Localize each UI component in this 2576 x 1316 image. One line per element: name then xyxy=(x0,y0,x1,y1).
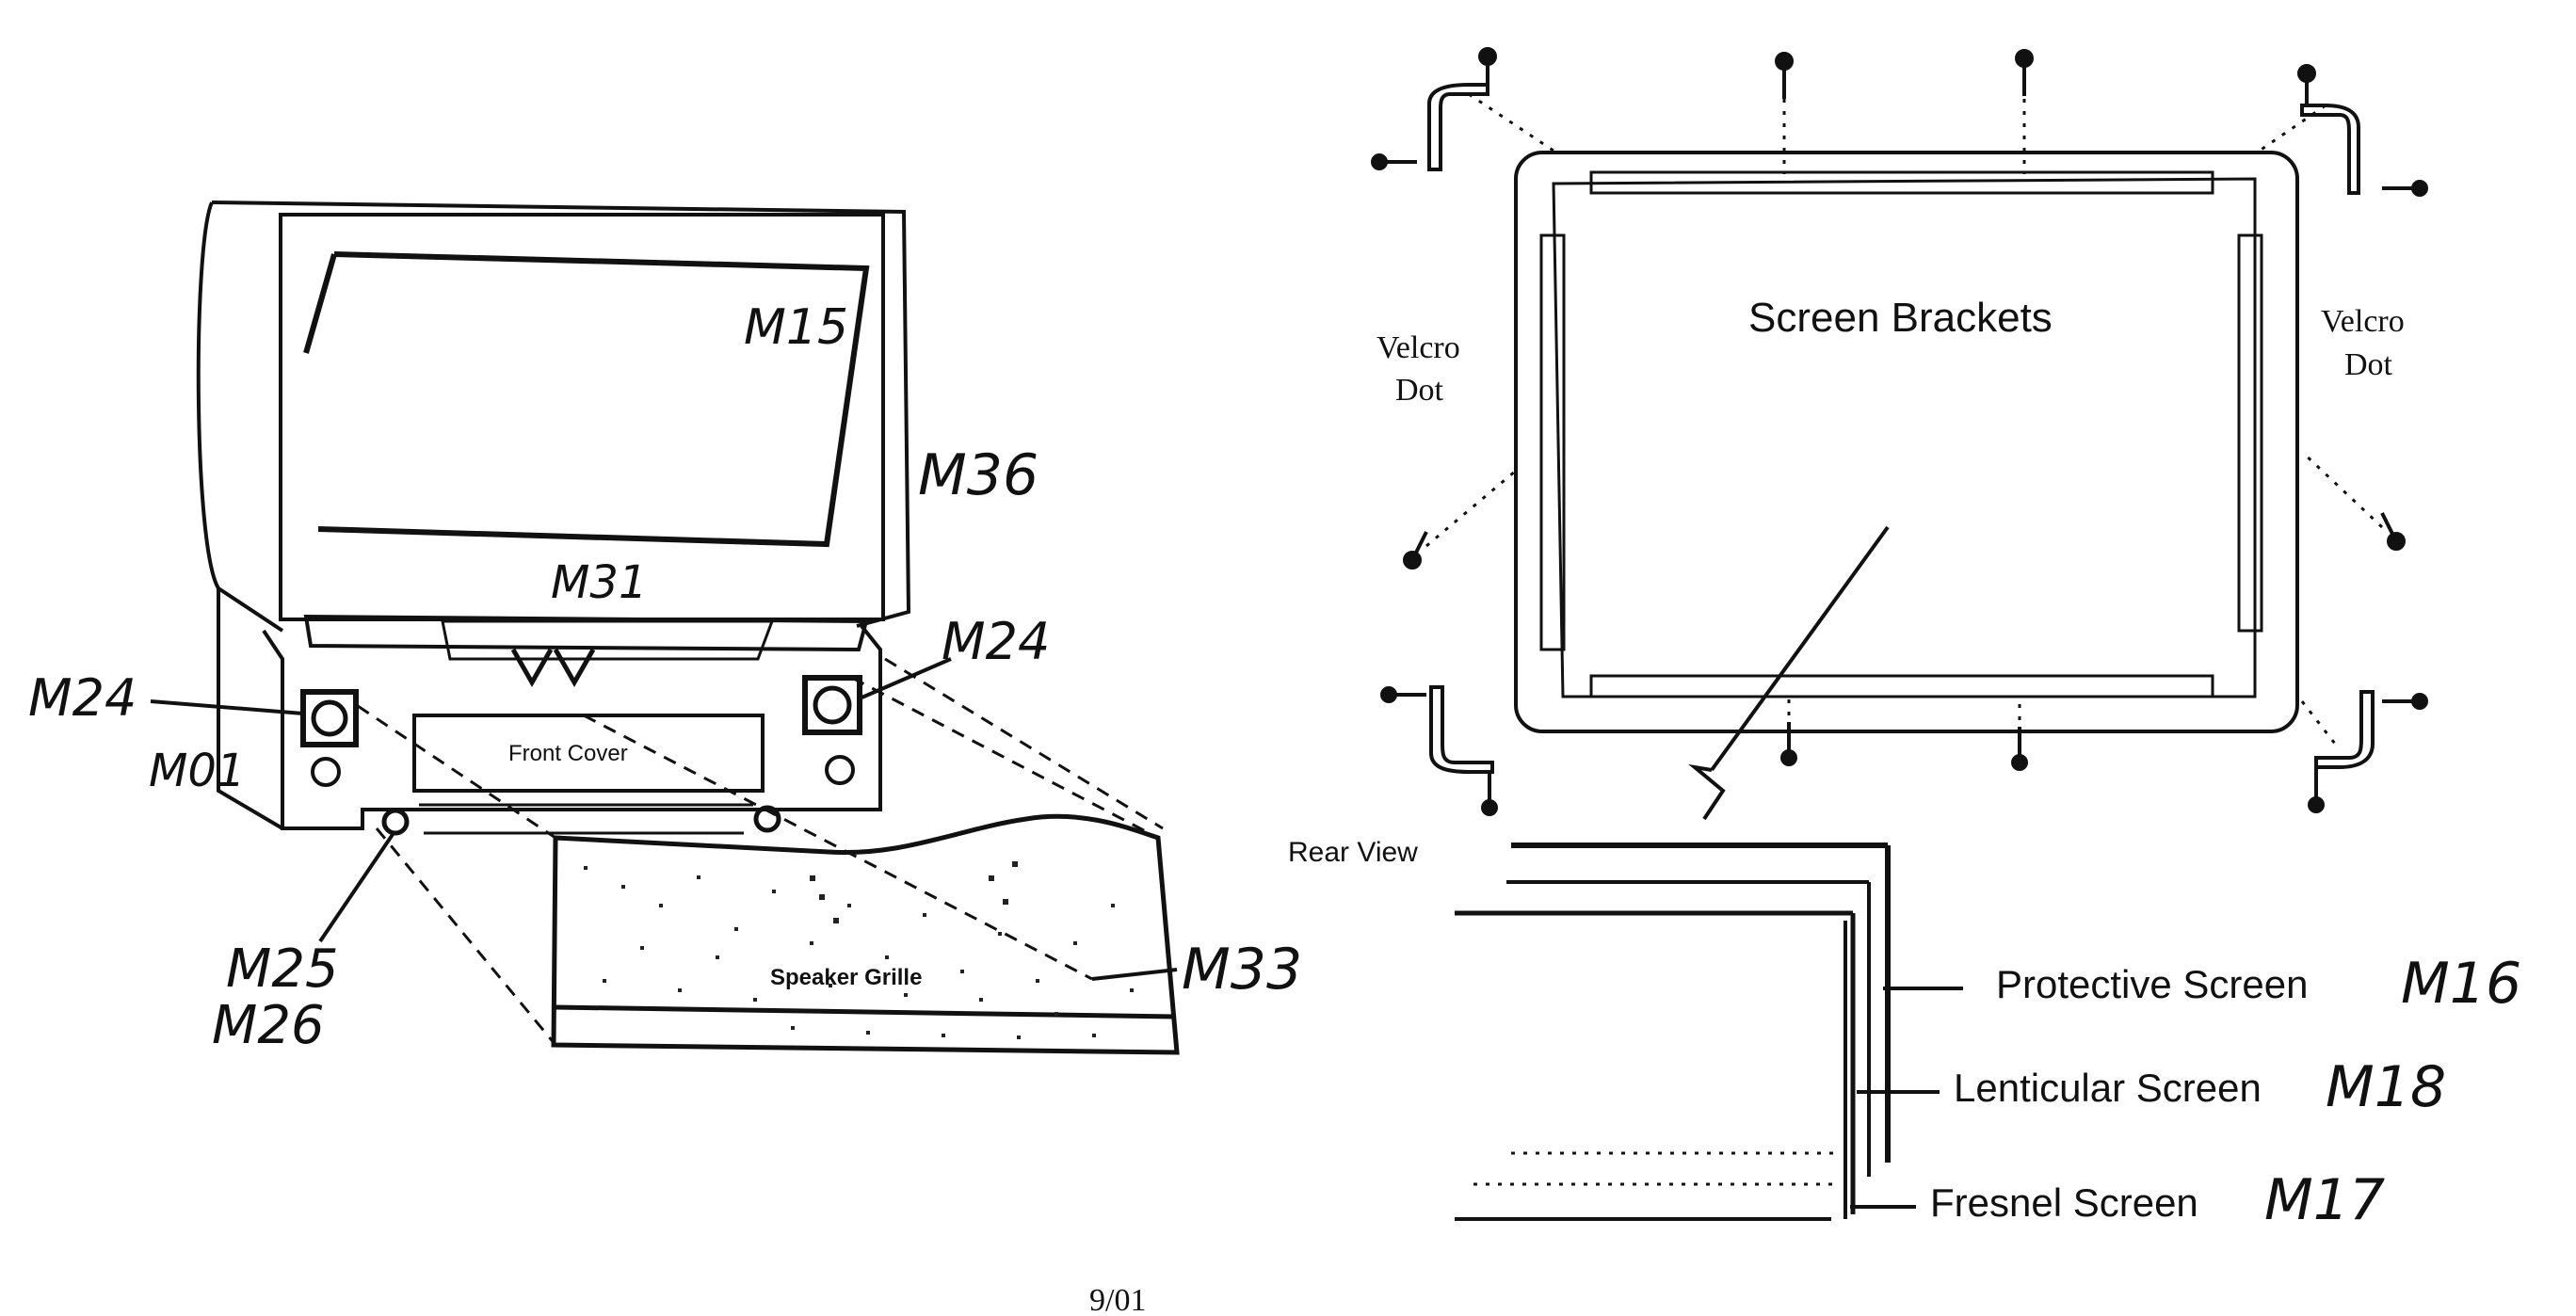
label-m17: M17 xyxy=(2264,1167,2385,1233)
label-m31: M31 xyxy=(551,556,648,609)
label-m26: M26 xyxy=(212,995,325,1056)
screws xyxy=(1371,47,2428,816)
label-rear-view: Rear View xyxy=(1288,837,1418,868)
screen-bracket-frame xyxy=(1427,83,2375,774)
label-velcro-right-2: Dot xyxy=(2344,347,2393,382)
rear-view-layers xyxy=(1455,843,1891,1221)
label-screen-brackets: Screen Brackets xyxy=(1748,295,2053,341)
grille-stipple xyxy=(584,861,1134,1039)
screw-guides xyxy=(1425,92,2384,745)
label-m24-left: M24 xyxy=(28,668,137,728)
tv-cabinet-drawing xyxy=(196,201,1180,1055)
date-footer: 9/01 xyxy=(1089,1283,1146,1316)
label-m36: M36 xyxy=(918,442,1038,508)
label-speaker-grille: Speaker Grille xyxy=(770,965,922,990)
label-front-cover: Front Cover xyxy=(508,741,628,766)
label-velcro-left-2: Dot xyxy=(1395,373,1444,408)
label-m25: M25 xyxy=(226,939,339,1000)
leader-m24-right xyxy=(859,657,952,700)
leader-m33 xyxy=(1091,968,1178,981)
label-m01: M01 xyxy=(149,745,246,797)
label-m18: M18 xyxy=(2326,1054,2446,1120)
zoom-pointer-tail xyxy=(1688,763,1726,821)
leader-m25 xyxy=(318,831,395,943)
label-m16: M16 xyxy=(2401,951,2521,1017)
label-m24-right: M24 xyxy=(942,612,1050,671)
label-velcro-left-1: Velcro xyxy=(1377,330,1460,365)
label-m33: M33 xyxy=(1182,937,1302,1003)
label-fresnel-screen: Fresnel Screen xyxy=(1930,1180,2198,1225)
zoom-pointer xyxy=(1710,525,1890,772)
leader-m24-left xyxy=(150,699,304,715)
label-lenticular-screen: Lenticular Screen xyxy=(1954,1066,2262,1110)
label-m15: M15 xyxy=(744,299,848,356)
label-protective-screen: Protective Screen xyxy=(1996,962,2309,1006)
label-velcro-right-1: Velcro xyxy=(2321,304,2405,339)
